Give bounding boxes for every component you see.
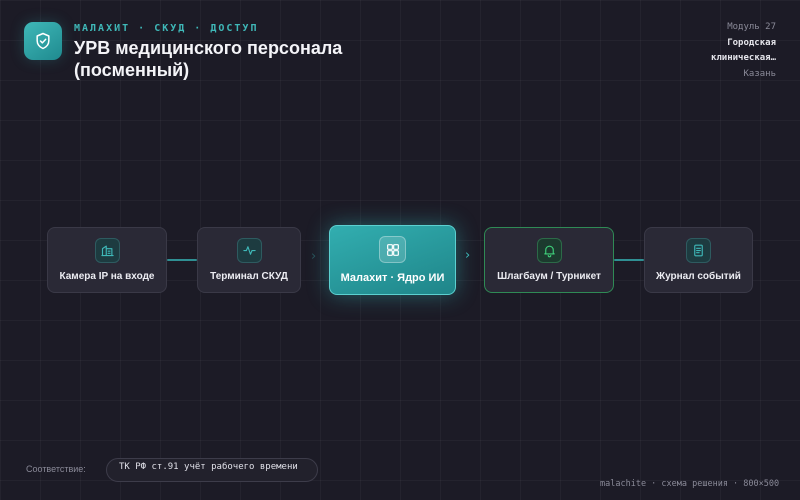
eyebrow-text: МАЛАХИТ · СКУД · ДОСТУП [74, 23, 259, 34]
building-camera-icon [94, 238, 120, 263]
org-name-line1: Городская [727, 37, 776, 48]
flow-node-journal[interactable]: Журнал событий [644, 227, 753, 293]
flow-node-barrier[interactable]: Шлагбаум / Турникет [484, 227, 614, 293]
flow-node-label: Журнал событий [656, 271, 741, 282]
flow-node-terminal[interactable]: Терминал СКУД [197, 227, 301, 293]
flow-node-core[interactable]: Малахит · Ядро ИИ [329, 225, 456, 295]
city-name: Казань [743, 68, 776, 79]
flow-node-camera[interactable]: Камера IP на входе [47, 227, 167, 293]
flow-node-label: Малахит · Ядро ИИ [340, 272, 445, 284]
pulse-icon [236, 238, 262, 263]
footer-caption: malachite · схема решения · 800×500 [600, 479, 780, 489]
flow-node-label: Терминал СКУД [210, 271, 288, 282]
document-icon [686, 238, 711, 263]
shield-check-icon [36, 32, 50, 50]
connector-4 [614, 259, 644, 261]
chevron-right-icon: › [311, 249, 317, 264]
bell-icon [536, 238, 562, 263]
connector-1 [167, 259, 197, 261]
grid-icon [379, 236, 406, 263]
org-name-line2: клиническая… [710, 53, 776, 63]
page-title: УРВ медицинского персонала (посменный) [74, 38, 343, 80]
chevron-right-icon: › [465, 248, 471, 263]
flow-node-label: Шлагбаум / Турникет [497, 271, 601, 282]
compliance-badge: ТК РФ ст.91 учёт рабочего времени [106, 458, 318, 482]
meta-block: Модуль 27 Городская клиническая… Казань [711, 20, 776, 82]
flow-node-label: Камера IP на входе [59, 271, 155, 282]
app-logo [24, 22, 62, 60]
compliance-label: Соответствие: [26, 464, 86, 474]
module-number: Модуль 27 [727, 22, 776, 32]
